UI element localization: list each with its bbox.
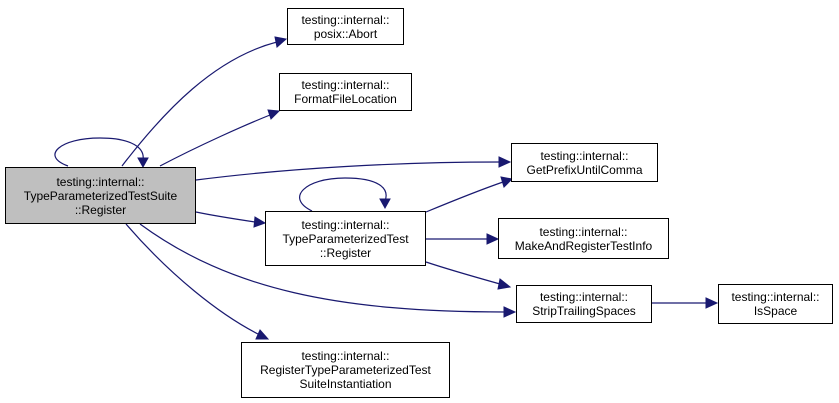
node-strip-trailing-spaces[interactable]: testing::internal:: StripTrailingSpaces [516, 285, 652, 323]
node-line: testing::internal:: [539, 290, 629, 304]
node-type-parameterized-test-suite-register: testing::internal:: TypeParameterizedTes… [5, 167, 196, 224]
node-line: SuiteInstantiation [299, 377, 392, 391]
node-line: TypeParameterizedTest [282, 231, 409, 246]
edge-root-to-tpt-register [195, 211, 256, 223]
node-line: RegisterTypeParameterizedTest [260, 363, 431, 377]
edge-root-to-abort [121, 41, 278, 167]
edge-root-to-strip-trailing-spaces [139, 223, 506, 313]
edge-tpt-register-to-strip-trailing-spaces [425, 261, 501, 285]
node-posix-abort[interactable]: testing::internal:: posix::Abort [287, 8, 404, 45]
node-is-space[interactable]: testing::internal:: IsSpace [718, 284, 833, 324]
edge-tpt-register-self-loop-arrowhead [379, 198, 391, 210]
edge-root-self-loop-arrowhead [137, 157, 149, 169]
node-line: MakeAndRegisterTestInfo [514, 238, 653, 253]
edge-root-self-loop [54, 137, 144, 167]
edge-root-to-register-instantiation [125, 223, 261, 336]
node-line: ::Register [319, 245, 372, 260]
edge-root-to-tpt-register-arrowhead [253, 216, 267, 228]
edge-root-to-register-instantiation-arrowhead [255, 329, 270, 340]
node-line: testing::internal:: [540, 148, 629, 163]
node-line: testing::internal:: [301, 78, 390, 92]
node-make-and-register-test-info[interactable]: testing::internal:: MakeAndRegisterTestI… [498, 218, 669, 259]
node-get-prefix-until-comma[interactable]: testing::internal:: GetPrefixUntilComma [511, 143, 658, 182]
node-line: testing::internal:: [731, 290, 820, 304]
edge-root-to-get-prefix-until-comma-arrowhead [498, 156, 512, 168]
edge-tpt-register-to-make-and-register-test-info-arrowhead [486, 233, 500, 245]
node-line: IsSpace [753, 304, 798, 318]
edge-tpt-register-to-get-prefix-until-comma-arrowhead [500, 176, 514, 188]
edge-tpt-register-self-loop [299, 177, 387, 212]
node-line: ::Register [74, 202, 127, 217]
node-line: StripTrailingSpaces [532, 304, 636, 318]
node-line: testing::internal:: [301, 217, 390, 232]
edge-root-to-get-prefix-until-comma [195, 161, 501, 181]
node-line: testing::internal:: [301, 12, 390, 27]
node-line: testing::internal:: [539, 224, 628, 239]
node-line: GetPrefixUntilComma [526, 162, 643, 177]
node-type-parameterized-test-register[interactable]: testing::internal:: TypeParameterizedTes… [265, 211, 426, 266]
edge-root-to-abort-arrowhead [274, 36, 288, 48]
edge-tpt-register-to-get-prefix-until-comma [425, 181, 504, 213]
edge-strip-trailing-spaces-to-is-space-arrowhead [705, 297, 719, 309]
node-line: testing::internal:: [301, 349, 390, 363]
edge-tpt-register-to-strip-trailing-spaces-arrowhead [497, 278, 512, 290]
edge-root-to-strip-trailing-spaces-arrowhead [503, 306, 517, 318]
edge-root-to-format-file-location-arrowhead [267, 109, 281, 120]
node-line: FormatFileLocation [294, 92, 397, 106]
node-line: posix::Abort [313, 26, 378, 41]
node-line: testing::internal:: [56, 174, 145, 189]
node-register-type-parameterized-test-suite-instantiation[interactable]: testing::internal:: RegisterTypeParamete… [241, 342, 450, 398]
node-line: TypeParameterizedTestSuite [23, 188, 178, 203]
edge-root-to-format-file-location [159, 114, 271, 167]
node-format-file-location[interactable]: testing::internal:: FormatFileLocation [279, 73, 412, 111]
